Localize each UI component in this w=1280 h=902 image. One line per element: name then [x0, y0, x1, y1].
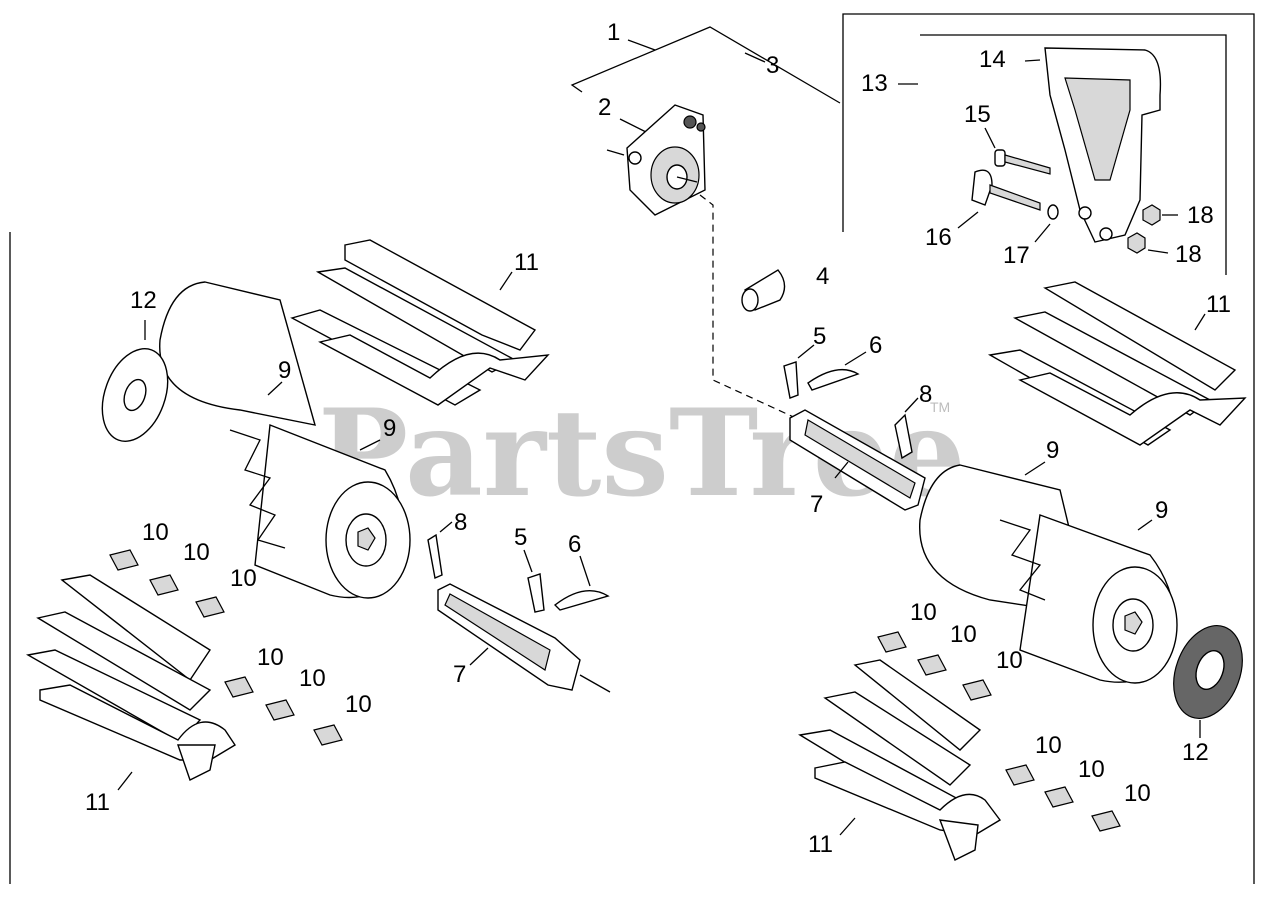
callout-18-bottom: 18	[1175, 241, 1202, 268]
roller-9-left	[159, 281, 411, 599]
nut-18-top	[1142, 204, 1178, 226]
callout-7-left: 7	[453, 661, 466, 688]
callout-9-right-a: 9	[1046, 437, 1059, 464]
callout-5-left: 5	[514, 524, 527, 551]
nut-18-bottom	[1127, 232, 1169, 254]
shaft-7-left	[437, 583, 611, 693]
callout-10-l2: 10	[183, 539, 210, 566]
watermark-trademark: TM	[930, 399, 950, 415]
callout-11-bottom-right: 11	[808, 831, 833, 858]
callout-13: 13	[861, 70, 888, 97]
callout-10-l6: 10	[345, 691, 372, 718]
callout-11-top-left: 11	[514, 249, 539, 276]
callout-10-l5: 10	[299, 665, 326, 692]
callout-10-r3: 10	[996, 647, 1023, 674]
clip-8-left	[427, 521, 453, 579]
callout-1: 1	[607, 19, 620, 46]
assembly-leaders	[570, 26, 841, 156]
spacers-10-right	[877, 631, 1121, 832]
sleeve-4	[741, 269, 786, 312]
callout-10-l3: 10	[230, 565, 257, 592]
cotter-6-right	[807, 351, 867, 391]
clip-8-right	[894, 397, 919, 460]
callout-10-r4: 10	[1035, 732, 1062, 759]
callout-5-right: 5	[813, 323, 826, 350]
gearbox-part	[626, 104, 706, 216]
disc-12-left	[101, 320, 169, 442]
frame-lines	[9, 13, 1255, 884]
callout-17: 17	[1003, 242, 1030, 269]
pin-5-right	[783, 344, 815, 399]
callout-8-left: 8	[454, 509, 467, 536]
callout-15: 15	[964, 101, 991, 128]
pin-5-left	[523, 549, 545, 613]
callout-7-right: 7	[810, 491, 823, 518]
callout-4: 4	[816, 263, 829, 290]
callout-11-top-right: 11	[1206, 291, 1231, 318]
callout-9-left-a: 9	[278, 357, 291, 384]
callout-labels: 1 2 3 4 5 5 6 6 7 7 8 8 9 9 9 9 10 10 10…	[85, 19, 1231, 858]
callout-16: 16	[925, 224, 952, 251]
bolt-15	[984, 127, 1051, 175]
shaft-7-right	[789, 409, 926, 511]
tine-bar-11-top-left	[290, 239, 550, 406]
callout-18-top: 18	[1187, 202, 1214, 229]
tine-bar-11-top-right	[987, 281, 1247, 446]
spacers-10-left	[109, 549, 343, 746]
callout-10-r5: 10	[1078, 756, 1105, 783]
callout-12-right: 12	[1182, 739, 1209, 766]
tine-bar-11-bottom-left	[25, 574, 236, 791]
callout-8-right: 8	[919, 381, 932, 408]
callout-10-l4: 10	[257, 644, 284, 671]
callout-10-r6: 10	[1124, 780, 1151, 807]
callout-10-r1: 10	[910, 599, 937, 626]
callout-2: 2	[598, 94, 611, 121]
callout-3: 3	[766, 52, 779, 79]
callout-6-right: 6	[869, 332, 882, 359]
callout-12-left: 12	[130, 287, 157, 314]
cotter-6-left	[553, 555, 610, 611]
callout-11-bottom-left: 11	[85, 789, 110, 816]
roller-9-right	[919, 461, 1178, 684]
callout-10-l1: 10	[142, 519, 169, 546]
washer-17	[1034, 204, 1059, 243]
handle-part	[898, 47, 1162, 243]
callout-6-left: 6	[568, 531, 581, 558]
tine-bar-11-bottom-right	[798, 659, 1002, 861]
callout-9-left-b: 9	[383, 415, 396, 442]
callout-14: 14	[979, 46, 1006, 73]
disc-12-right	[1173, 624, 1243, 738]
bolt-16	[957, 169, 1041, 229]
callout-10-r2: 10	[950, 621, 977, 648]
callout-9-right-b: 9	[1155, 497, 1168, 524]
